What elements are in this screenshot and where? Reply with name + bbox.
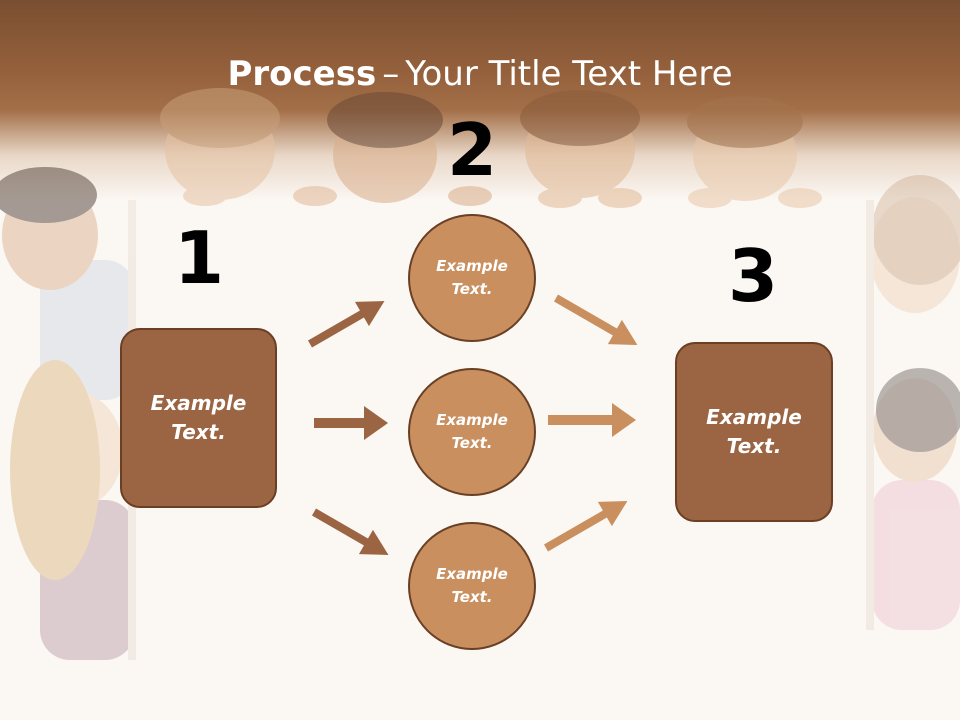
hand: [538, 188, 582, 208]
hand: [293, 186, 337, 206]
child-hair: [872, 175, 960, 285]
child-hair: [876, 368, 960, 452]
circle-bottom: Example Text.: [408, 522, 536, 650]
slide-title: Process–Your Title Text Here: [0, 52, 960, 96]
child-hair: [160, 88, 280, 148]
circle-middle: Example Text.: [408, 368, 536, 496]
title-bold: Process: [227, 54, 377, 94]
board-edge: [866, 200, 874, 630]
arrow-from-bottom-circle: [544, 501, 628, 552]
step-number-1: 1: [173, 216, 225, 300]
step-number-2: 2: [446, 108, 498, 192]
child-hair: [327, 92, 443, 148]
step-number-3: 3: [727, 234, 779, 318]
header-band: [0, 0, 960, 200]
child-hair: [0, 167, 97, 223]
hand: [778, 188, 822, 208]
child-face: [873, 378, 957, 482]
hand: [688, 188, 732, 208]
hand: [448, 186, 492, 206]
hand: [183, 186, 227, 206]
arrow-to-bottom-circle: [312, 508, 389, 555]
child-face: [870, 197, 960, 313]
title-dash: –: [382, 54, 400, 94]
child-hair: [687, 96, 803, 148]
title-rest: Your Title Text Here: [405, 54, 733, 94]
hand: [598, 188, 642, 208]
child-body: [40, 260, 135, 400]
arrow-from-middle-circle: [548, 403, 636, 437]
child-hair: [10, 360, 100, 580]
arrow-from-top-circle: [554, 294, 638, 345]
child-face: [2, 180, 98, 290]
left-step-box: Example Text.: [120, 328, 277, 508]
child-hair: [520, 90, 640, 146]
right-step-box: Example Text.: [675, 342, 833, 522]
child-body: [40, 500, 135, 660]
child-body: [872, 480, 960, 630]
arrow-to-middle-circle: [314, 406, 388, 440]
circle-top: Example Text.: [408, 214, 536, 342]
child-face: [27, 392, 123, 508]
arrow-to-top-circle: [308, 301, 385, 348]
